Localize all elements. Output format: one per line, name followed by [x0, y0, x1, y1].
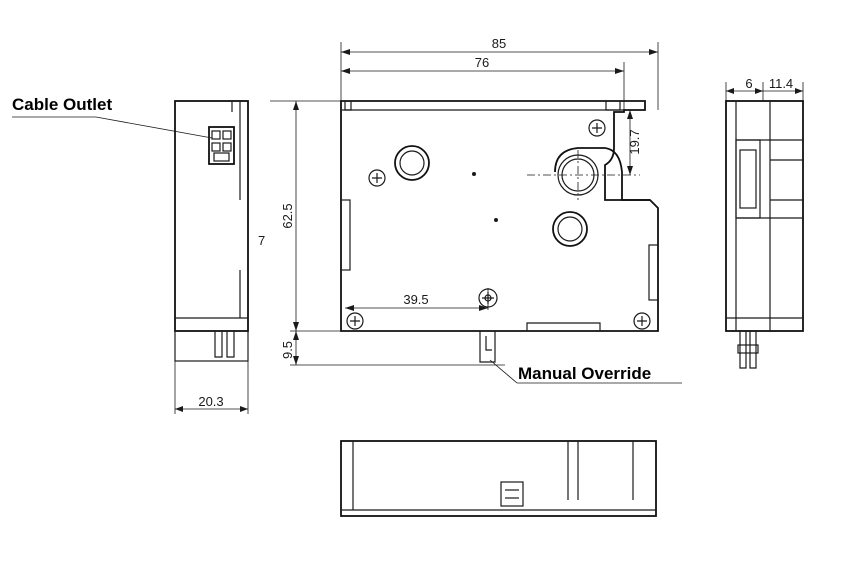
- front-view: 85 76: [270, 36, 682, 384]
- screw-bottom-right: [633, 312, 651, 330]
- override-offset-dimension: 39.5: [403, 292, 428, 307]
- screw-top-right: [588, 119, 606, 137]
- left-side-view: 20.3 Cable Outlet 7: [12, 95, 265, 414]
- cable-outlet-connector: [208, 126, 235, 165]
- bottom-extension-dimension: 9.5: [280, 341, 295, 359]
- side-depth-dimension: 20.3: [198, 394, 223, 409]
- inner-width-dimension: 76: [475, 55, 489, 70]
- bottom-view: [340, 440, 657, 517]
- screw-bottom-left: [346, 312, 364, 330]
- screw-left: [368, 169, 386, 187]
- height-side-dimension: 7: [258, 233, 265, 248]
- cable-outlet-label: Cable Outlet: [12, 95, 112, 114]
- right-side-view: 6 11.4: [725, 76, 804, 369]
- height-dimension: 62.5: [280, 203, 295, 228]
- overall-width-dimension: 85: [492, 36, 506, 51]
- right-dimension-a: 6: [745, 76, 752, 91]
- hole-offset-dimension: 19.7: [627, 129, 642, 154]
- manual-override-label: Manual Override: [518, 364, 651, 383]
- right-dimension-b: 11.4: [769, 76, 793, 91]
